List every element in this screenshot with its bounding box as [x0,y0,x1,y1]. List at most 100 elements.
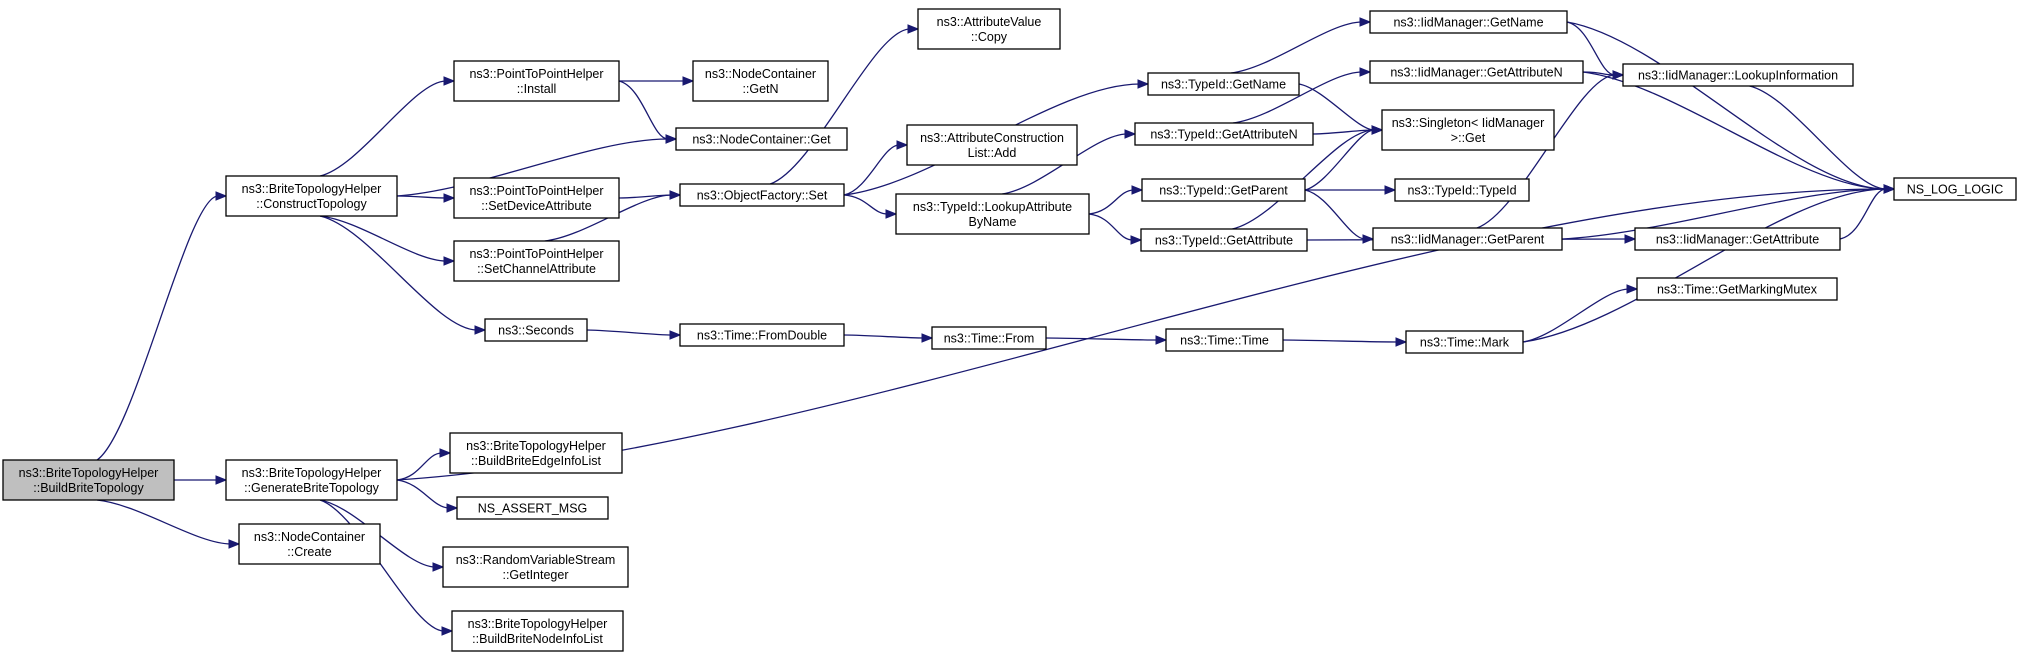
node-time-time[interactable]: ns3::Time::Time [1165,328,1284,352]
node-nc-get[interactable]: ns3::NodeContainer::Get [675,127,848,151]
node-typeid-typeid[interactable]: ns3::TypeId::TypeId [1394,178,1530,202]
edge-typeid-lookup-to-typeid-getparent [1088,185,1144,215]
node-label: >::Get [1451,131,1486,145]
arrowhead [432,562,445,572]
node-seconds[interactable]: ns3::Seconds [484,318,588,342]
node-label: ns3::TypeId::GetAttributeN [1150,128,1297,142]
node-label: ns3::NodeContainer::Get [692,133,831,147]
node-typeid-getparent[interactable]: ns3::TypeId::GetParent [1141,178,1306,202]
node-objfactory-set[interactable]: ns3::ObjectFactory::Set [679,183,845,207]
node-box [1369,10,1568,34]
node-label: ns3::Time::From [944,332,1035,346]
edge-line [1582,71,1887,190]
node-ns-log-logic[interactable]: NS_LOG_LOGIC [1893,177,2017,201]
node-generate[interactable]: ns3::BriteTopologyHelper::GenerateBriteT… [225,459,398,501]
node-box [449,432,623,474]
edge-line [319,499,445,632]
edge-generate-to-build-node [319,499,454,636]
node-time-from[interactable]: ns3::Time::From [931,326,1047,350]
node-box [1372,227,1563,251]
node-construct[interactable]: ns3::BriteTopologyHelper::ConstructTopol… [225,175,398,217]
node-singleton-get[interactable]: ns3::Singleton< IidManager>::Get [1381,109,1555,151]
edge-construct-to-p2p-setdev [396,193,456,203]
edge-line [1045,337,1159,341]
edge-line [1522,288,1630,343]
node-iid-lookupinfo[interactable]: ns3::IidManager::LookupInformation [1622,63,1854,87]
edge-time-fromdouble-to-time-from [843,333,934,343]
edge-line [319,80,447,177]
arrowhead [665,134,678,144]
node-box [453,177,620,219]
node-box [453,60,620,102]
edge-line [843,194,889,215]
edge-line [96,195,219,461]
node-box [931,326,1047,350]
node-box [679,323,845,347]
arrowhead [1883,184,1896,194]
node-time-mark[interactable]: ns3::Time::Mark [1405,330,1524,354]
node-build-node[interactable]: ns3::BriteTopologyHelper::BuildBriteNode… [451,610,624,652]
node-rvs-getint[interactable]: ns3::RandomVariableStream::GetInteger [442,546,629,588]
node-p2p-setdev[interactable]: ns3::PointToPointHelper::SetDeviceAttrib… [453,177,620,219]
node-p2p-setchan[interactable]: ns3::PointToPointHelper::SetChannelAttri… [453,240,620,282]
node-label: ns3::Time::Mark [1420,336,1510,350]
node-p2p-install[interactable]: ns3::PointToPointHelper::Install [453,60,620,102]
edge-typeid-getattrn-to-iid-getattrn [1232,67,1372,124]
edge-line [769,28,911,185]
edge-typeid-getparent-to-typeid-typeid [1304,185,1397,195]
node-iid-getattr[interactable]: ns3::IidManager::GetAttribute [1634,227,1841,251]
node-typeid-getattrn[interactable]: ns3::TypeId::GetAttributeN [1134,122,1314,146]
node-label: ::Create [287,545,332,559]
node-build-edge[interactable]: ns3::BriteTopologyHelper::BuildBriteEdge… [449,432,623,474]
edge-construct-to-p2p-install [319,76,456,177]
node-nc-create[interactable]: ns3::NodeContainer::Create [238,523,381,565]
edge-time-from-to-time-time [1045,335,1168,345]
node-box [679,183,845,207]
node-root[interactable]: ns3::BriteTopologyHelper::BuildBriteTopo… [2,459,175,501]
edge-line [1561,188,1887,240]
node-label: ns3::BriteTopologyHelper [19,466,159,480]
node-ns-assert[interactable]: NS_ASSERT_MSG [456,496,609,520]
arrowhead [443,193,456,203]
node-label: ns3::IidManager::GetAttributeN [1390,66,1562,80]
node-nc-getn[interactable]: ns3::NodeContainer::GetN [692,60,829,102]
node-iid-getname[interactable]: ns3::IidManager::GetName [1369,10,1568,34]
node-time-getmarking[interactable]: ns3::Time::GetMarkingMutex [1636,277,1838,301]
arrowhead [669,330,682,340]
edge-line [1749,85,1887,190]
node-time-fromdouble[interactable]: ns3::Time::FromDouble [679,323,845,347]
node-box [225,459,398,501]
node-attrval-copy[interactable]: ns3::AttributeValue::Copy [917,8,1061,50]
node-iid-getattrn[interactable]: ns3::IidManager::GetAttributeN [1369,60,1584,84]
edge-line [1232,71,1363,124]
node-box [1165,328,1284,352]
node-label: ns3::IidManager::LookupInformation [1638,69,1838,83]
edge-line [586,329,673,336]
arrowhead [443,76,456,86]
node-typeid-getattr[interactable]: ns3::TypeId::GetAttribute [1140,228,1308,252]
node-label: ::GetInteger [502,568,568,582]
node-label: ::GetN [742,82,778,96]
arrowhead [1131,185,1144,195]
node-iid-getparent[interactable]: ns3::IidManager::GetParent [1372,227,1563,251]
node-box [1636,277,1838,301]
edge-line [1566,21,1616,76]
edge-line [1298,83,1375,131]
node-label: ns3::TypeId::GetAttribute [1155,234,1293,248]
edge-line [1088,189,1135,215]
arrowhead [1130,235,1143,245]
edge-typeid-getparent-to-iid-getparent [1304,189,1375,244]
edge-typeid-getattr-to-singleton-get [1232,125,1384,230]
node-label: ns3::TypeId::LookupAttribute [913,200,1072,214]
node-label: NS_ASSERT_MSG [478,502,588,516]
edge-line [1304,189,1366,240]
node-typeid-getname[interactable]: ns3::TypeId::GetName [1147,72,1300,96]
arrowhead [215,475,228,485]
node-label: ns3::Singleton< IidManager [1392,116,1545,130]
edge-line [396,138,669,197]
edge-p2p-install-to-nc-getn [619,76,695,86]
node-label: ::SetChannelAttribute [477,262,596,276]
node-box [484,318,588,342]
